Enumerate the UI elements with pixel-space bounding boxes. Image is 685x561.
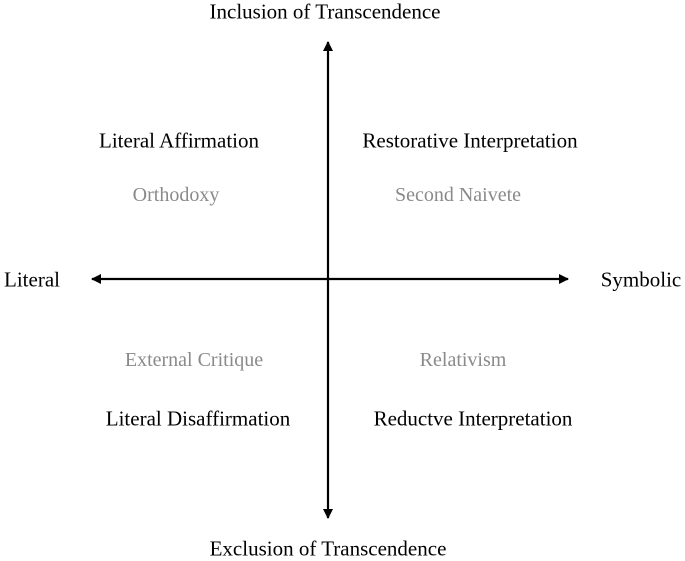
quadrant-top-right-subtitle: Second Naivete: [394, 184, 522, 206]
axis-label-left: Literal: [4, 267, 60, 292]
axis-label-bottom: Exclusion of Transcendence: [209, 536, 447, 561]
quadrant-bottom-left-subtitle: External Critique: [124, 349, 264, 371]
quadrant-top-left-title: Literal Affirmation: [99, 128, 259, 153]
axis-label-top: Inclusion of Transcendence: [209, 0, 441, 24]
quadrant-bottom-left-title: Literal Disaffirmation: [105, 406, 291, 431]
quadrant-top-left-subtitle: Orthodoxy: [132, 184, 220, 206]
quadrant-bottom-right-subtitle: Relativism: [419, 349, 507, 371]
quadrant-bottom-right-title: Reductve Interpretation: [373, 406, 573, 431]
axis-label-right: Symbolic: [600, 267, 682, 292]
quadrant-top-right-title: Restorative Interpretation: [362, 128, 578, 153]
